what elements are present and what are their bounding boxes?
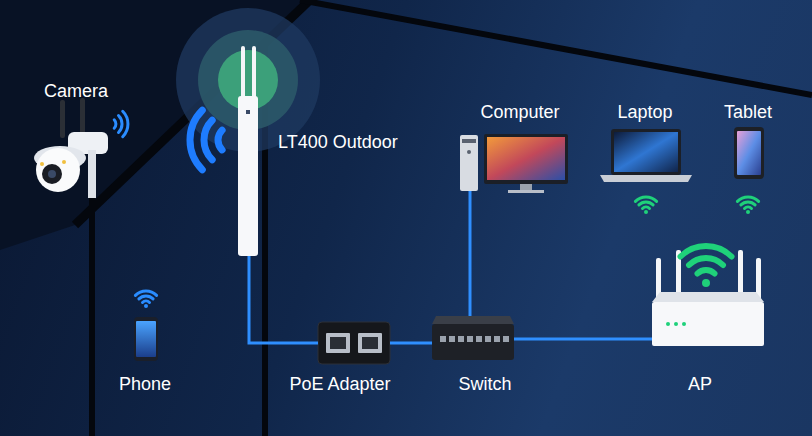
device-node: Camera <box>34 100 114 195</box>
device-label: Tablet <box>724 101 772 123</box>
device-node: Laptop <box>600 128 692 183</box>
device-node: LT400 Outdoor <box>236 55 262 256</box>
computer-icon <box>460 134 568 193</box>
phone-icon <box>134 291 158 361</box>
device-label: AP <box>688 373 712 395</box>
device-label: Switch <box>458 373 511 395</box>
tablet-icon <box>734 127 764 214</box>
poe-adapter-icon <box>318 322 390 364</box>
network-cable <box>514 338 652 341</box>
camera-icon <box>34 98 128 198</box>
network-cable <box>469 191 472 316</box>
laptop-icon <box>600 129 692 214</box>
device-label: Camera <box>44 80 108 102</box>
device-node: Phone <box>133 316 159 362</box>
network-cable <box>249 256 318 343</box>
device-label: Computer <box>480 101 559 123</box>
device-label: Laptop <box>617 101 672 123</box>
device-node: Tablet <box>732 126 764 180</box>
network-cable <box>390 342 432 345</box>
device-node: PoE Adapter <box>318 322 390 364</box>
device-node: Computer <box>458 133 568 191</box>
device-label: PoE Adapter <box>289 373 390 395</box>
device-label: LT400 Outdoor <box>278 131 398 153</box>
switch-icon <box>432 316 514 360</box>
device-node: AP <box>652 248 764 348</box>
device-node: Switch <box>432 316 514 362</box>
ap-router-icon <box>652 246 764 346</box>
device-label: Phone <box>119 373 171 395</box>
